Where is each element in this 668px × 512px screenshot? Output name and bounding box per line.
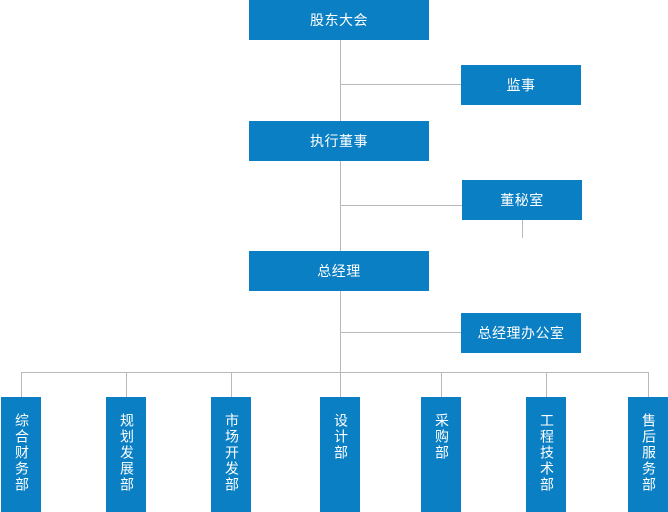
node-dept-label: 工程技术部: [538, 413, 554, 493]
connector-dept-5: [546, 372, 547, 398]
connector-dept-1: [126, 372, 127, 398]
connector-dept-2: [231, 372, 232, 398]
node-gm-office-label: 总经理办公室: [477, 326, 565, 342]
connector-board-office: [340, 205, 462, 206]
connector-dept-6: [648, 372, 649, 398]
node-executive-director: 执行董事: [249, 121, 429, 161]
node-general-manager-label: 总经理: [317, 264, 361, 280]
node-dept-0: 综合财务部: [1, 397, 41, 512]
node-dept-label: 设计部: [332, 413, 348, 461]
node-dept-label: 采购部: [433, 413, 449, 461]
connector-dept-3: [340, 372, 341, 398]
node-dept-2: 市场开发部: [211, 397, 251, 512]
node-shareholders-label: 股东大会: [310, 13, 368, 29]
node-executive-director-label: 执行董事: [310, 134, 368, 150]
node-general-manager: 总经理: [249, 251, 429, 291]
connector-gm-office: [340, 332, 461, 333]
node-dept-label: 综合财务部: [13, 413, 29, 493]
node-dept-3: 设计部: [320, 397, 360, 512]
node-dept-4: 采购部: [421, 397, 461, 512]
connector-spine: [340, 40, 341, 372]
node-board-office: 董秘室: [462, 180, 582, 220]
connector-dept-0: [21, 372, 22, 398]
node-supervisor: 监事: [461, 65, 581, 105]
node-dept-6: 售后服务部: [628, 397, 668, 512]
connector-supervisor: [340, 84, 461, 85]
connector-dept-4: [441, 372, 442, 398]
connector-board-office-tail: [522, 220, 523, 238]
node-dept-label: 市场开发部: [223, 413, 239, 493]
connector-departments-bus: [21, 372, 649, 373]
node-gm-office: 总经理办公室: [461, 313, 581, 353]
node-dept-label: 售后服务部: [640, 413, 656, 493]
node-supervisor-label: 监事: [506, 78, 536, 94]
node-dept-label: 规划发展部: [118, 413, 134, 493]
node-shareholders: 股东大会: [249, 0, 429, 40]
node-dept-5: 工程技术部: [526, 397, 566, 512]
node-board-office-label: 董秘室: [500, 193, 544, 209]
node-dept-1: 规划发展部: [106, 397, 146, 512]
